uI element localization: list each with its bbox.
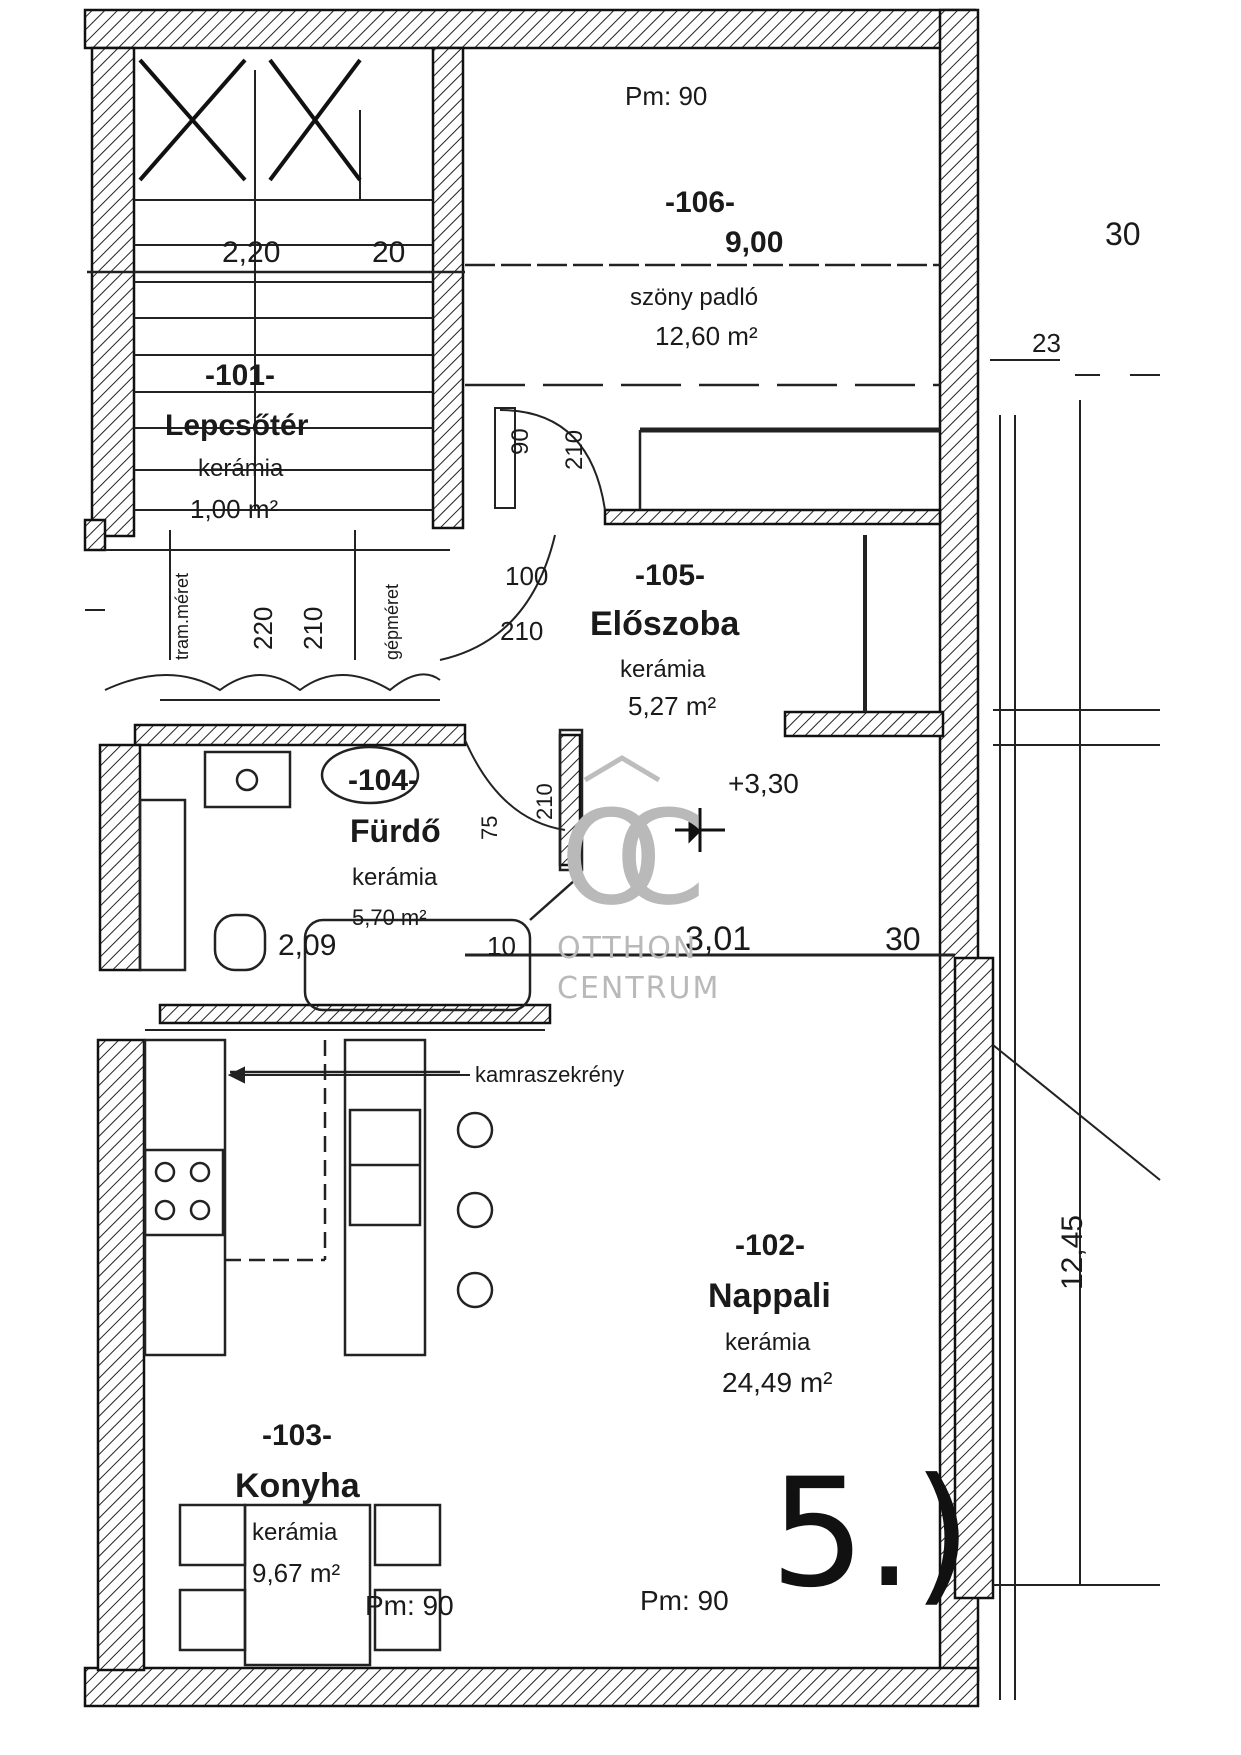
hall-number: -105- <box>635 559 705 592</box>
watermark-line1: OTTHON <box>557 931 697 966</box>
kitchen-name: Konyha <box>235 1467 361 1505</box>
living-pm: Pm: 90 <box>640 1585 729 1616</box>
unit-number: 5.) <box>770 1447 972 1621</box>
stair-dim-a: 2,20 <box>222 236 280 269</box>
island <box>343 1038 427 1357</box>
hall-width-dim: 3,01 <box>685 920 751 958</box>
living-number: -102- <box>735 1229 805 1262</box>
watermark-roof-icon <box>583 755 661 783</box>
living-area: 24,49 m² <box>722 1367 833 1398</box>
balcony-number: -106- <box>665 186 735 219</box>
living-name: Nappali <box>708 1277 831 1315</box>
hall-level: +3,30 <box>728 768 799 799</box>
watermark: O C OTTHON CENTRUM <box>557 755 720 1006</box>
bath-small-dim: 10 <box>487 931 516 961</box>
door2-width: 100 <box>505 561 548 591</box>
kitchen-area: 9,67 m² <box>252 1558 340 1588</box>
stairs-area: 1,00 m² <box>190 494 278 524</box>
door3-width: 220 <box>248 607 278 650</box>
stair-cross-marks <box>138 58 362 182</box>
door2-height: 210 <box>500 616 543 646</box>
bathtub <box>303 918 532 1012</box>
wall-bath-bottom <box>158 1003 552 1025</box>
washing-machine <box>138 798 187 972</box>
hall-area: 5,27 m² <box>628 691 716 721</box>
balcony-lines <box>87 263 940 510</box>
stairs-floor: kerámia <box>198 455 284 482</box>
wall-stair-left <box>90 46 136 538</box>
left-label-b: gépméret <box>382 584 402 660</box>
door-swings <box>439 407 867 831</box>
wall-left-mid <box>83 518 107 552</box>
wall-bath-left <box>98 743 142 972</box>
right-top-dim: 30 <box>1105 216 1141 252</box>
stove <box>143 1148 225 1237</box>
door1-height: 210 <box>561 430 588 470</box>
door1-width: 90 <box>507 428 534 455</box>
wall-hall-upper <box>603 508 942 526</box>
stairs-number: -101- <box>205 359 275 392</box>
kitchen-floor: kerámia <box>252 1519 338 1546</box>
kitchen-number: -103- <box>262 1419 332 1452</box>
vertical-dim: 12,45 <box>1056 1215 1089 1290</box>
right-small-dim: 23 <box>1032 328 1061 358</box>
bath-name: Fürdő <box>350 813 441 849</box>
wall-hall-shelf <box>783 710 945 738</box>
wall-bottom <box>83 1666 980 1708</box>
hall-right-dim: 30 <box>885 921 921 957</box>
door4-width: 75 <box>477 816 502 840</box>
watermark-mono-b: C <box>615 782 708 934</box>
stairs-name: Lepcsőtér <box>165 409 309 442</box>
balcony-area: 12,60 m² <box>655 321 758 351</box>
door3-height: 210 <box>298 607 328 650</box>
pantry-label: kamraszekrény <box>475 1062 624 1087</box>
hall-floor: kerámia <box>620 656 706 683</box>
kitchen-pm: Pm: 90 <box>365 1590 454 1621</box>
bath-fixtures <box>138 728 584 1012</box>
balcony-area-top: 9,00 <box>725 226 783 259</box>
pantry-arrow-icon <box>227 1066 470 1084</box>
wall-top <box>83 8 977 50</box>
wall-bath-top <box>133 723 467 747</box>
left-label-a: tram.méret <box>172 573 192 660</box>
watermark-line2: CENTRUM <box>557 971 720 1006</box>
bath-number: -104- <box>348 764 418 797</box>
kitchen-fixtures <box>143 1038 494 1667</box>
plan-lines <box>85 359 1161 1700</box>
walls <box>83 8 995 1708</box>
bath-floor: kerámia <box>352 864 438 891</box>
wall-kitchen-left <box>96 1038 146 1672</box>
door4-height: 210 <box>532 783 557 820</box>
sink <box>203 750 292 809</box>
balcony-floor: szöny padló <box>630 284 758 311</box>
bath-area: 5,70 m² <box>352 905 427 930</box>
bath-width-dim: 2,09 <box>278 929 336 962</box>
stair-dim-b: 20 <box>372 236 405 269</box>
level-marker-icon <box>675 808 725 852</box>
shower-wall <box>558 728 584 872</box>
stair-treads <box>134 70 433 511</box>
toilet <box>213 913 267 972</box>
balcony-pm: Pm: 90 <box>625 81 707 111</box>
basin <box>320 745 420 805</box>
living-floor: kerámia <box>725 1329 811 1356</box>
wall-stair-right <box>431 46 465 530</box>
hall-name: Előszoba <box>590 605 740 643</box>
wall-right-lower <box>953 956 995 1600</box>
kitchen-counter <box>143 1038 227 1357</box>
watermark-mono-a: O <box>560 782 664 934</box>
